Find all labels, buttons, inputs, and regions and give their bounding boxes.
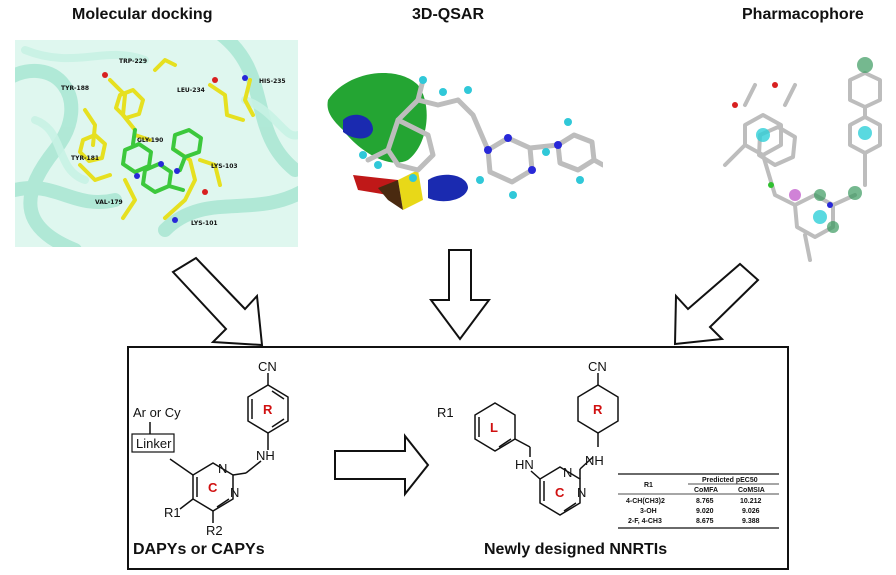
scaffold-caption: DAPYs or CAPYs	[133, 541, 265, 558]
table-cell-comfa: 8.765	[696, 498, 714, 505]
center-arrow	[429, 249, 491, 341]
docking-svg: TRP-229 TYR-188 LEU-234 HIS-235 GLY-190 …	[15, 40, 298, 247]
scaffold-r1-label: R1	[164, 505, 181, 520]
table-header-comfa: CoMFA	[694, 487, 718, 494]
designed-structure: CN R L R1 HN NH N N C	[437, 359, 619, 516]
yellow-contour	[398, 170, 423, 210]
table-cell-r1: 3-OH	[640, 508, 657, 515]
residue-label: GLY-190	[137, 137, 163, 144]
left-arrow	[171, 256, 264, 347]
green-contour	[327, 73, 427, 163]
designed-hn-label: HN	[515, 457, 534, 472]
designed-nh-label: NH	[585, 453, 604, 468]
prediction-table: R1 Predicted pEC50 CoMFA CoMSIA 4-CH(CH3…	[618, 473, 779, 529]
docking-image: TRP-229 TYR-188 LEU-234 HIS-235 GLY-190 …	[15, 40, 298, 247]
scaffold-linker-label: Linker	[136, 436, 172, 451]
table-cell-comfa: 9.020	[696, 508, 714, 515]
table-cell-comsia: 10.212	[740, 498, 762, 505]
residue-label: HIS-235	[259, 78, 286, 85]
linker-box	[131, 433, 175, 453]
qsar-image	[318, 60, 603, 245]
scaffold-n-label: N	[218, 461, 227, 476]
scaffold-ring-c-label: C	[208, 480, 218, 495]
pharmacophore-image	[715, 45, 890, 267]
table-header-predicted: Predicted pEC50	[702, 477, 758, 484]
pharmacophore-svg	[715, 45, 890, 267]
brown-contour	[378, 180, 403, 210]
design-arrow	[334, 433, 430, 497]
scaffold-r2-label: R2	[206, 523, 223, 538]
qsar-title: 3D-QSAR	[412, 6, 485, 23]
table-cell-comfa: 8.675	[696, 518, 714, 525]
residue-label: LYS-101	[191, 220, 218, 227]
designed-n-label: N	[563, 465, 572, 480]
designed-caption: Newly designed NNRTIs	[484, 541, 668, 558]
designed-r1-label: R1	[437, 405, 454, 420]
qsar-svg	[318, 60, 603, 245]
residue-label: TRP-229	[119, 58, 147, 65]
designed-ring-l	[474, 402, 516, 452]
scaffold-cn-label: CN	[258, 359, 277, 374]
designed-ring-r-label: R	[593, 402, 603, 417]
table-header-r1: R1	[644, 482, 653, 489]
residue-label: LYS-103	[211, 163, 238, 170]
blue-contour	[343, 114, 373, 139]
table-cell-r1: 4-CH(CH3)2	[626, 498, 665, 505]
designed-ring-l-label: L	[490, 420, 498, 435]
scaffold-ring-r-label: R	[263, 402, 273, 417]
table-cell-comsia: 9.026	[742, 508, 760, 515]
design-box	[127, 346, 789, 570]
table-cell-comsia: 9.388	[742, 518, 760, 525]
designed-ring-c-label: C	[555, 485, 565, 500]
pharmacophore-title: Pharmacophore	[742, 6, 864, 23]
residue-label: TYR-188	[61, 85, 89, 92]
designed-cn-label: CN	[588, 359, 607, 374]
table-header-comsia: CoMSIA	[738, 487, 765, 494]
right-arrow	[673, 262, 760, 346]
designed-n-label-2: N	[577, 485, 586, 500]
residue-label: TYR-181	[71, 155, 99, 162]
docking-title: Molecular docking	[72, 6, 213, 23]
table-cell-r1: 2-F, 4-CH3	[628, 518, 662, 525]
residue-label: LEU-234	[177, 87, 205, 94]
residue-label: VAL-179	[95, 199, 123, 206]
blue-contour-2	[428, 174, 468, 202]
scaffold-structure: CN R Ar or Cy Linker NH N N C R1 R2	[131, 359, 289, 538]
scaffold-substituent-label: Ar or Cy	[133, 405, 181, 420]
scaffold-nh-label: NH	[256, 448, 275, 463]
scaffold-n-label-2: N	[230, 485, 239, 500]
